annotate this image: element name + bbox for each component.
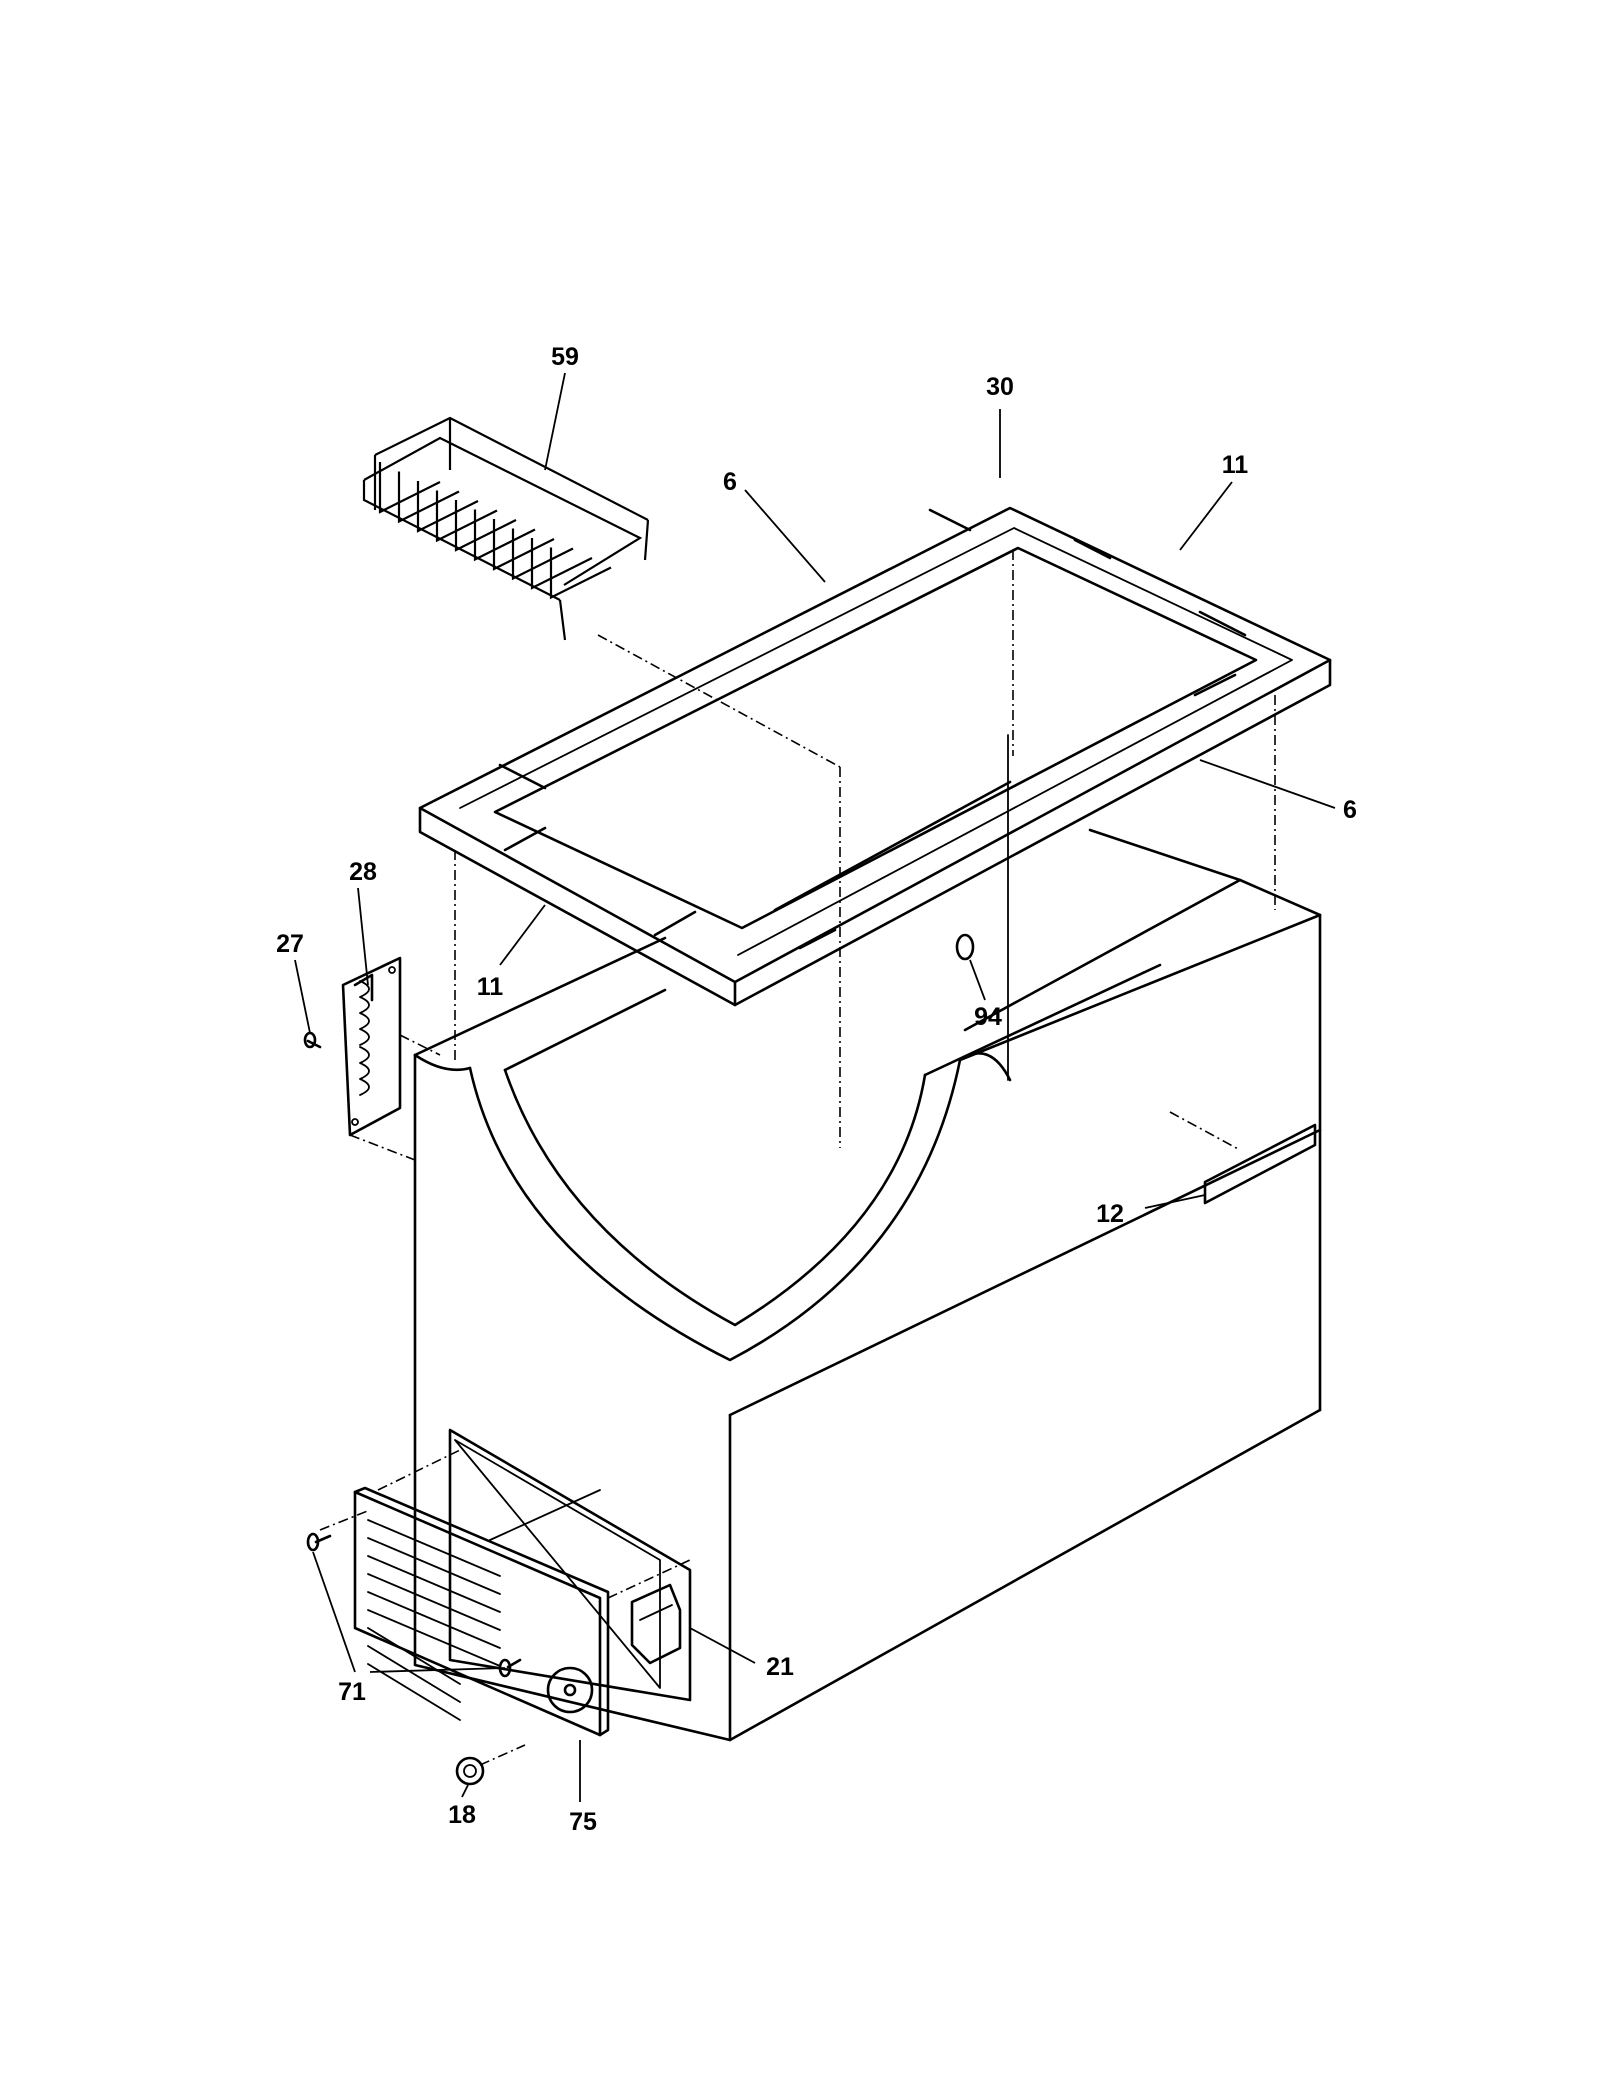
grille-slot bbox=[367, 1555, 501, 1613]
basket-wire bbox=[473, 509, 536, 562]
basket-wire bbox=[435, 490, 498, 543]
kickplate-grille bbox=[353, 1486, 610, 1737]
assembly-guide-lines bbox=[319, 550, 1276, 1766]
callout-18: 18 bbox=[448, 1801, 476, 1829]
basket-wire bbox=[416, 481, 479, 533]
callout-6-top: 6 bbox=[723, 468, 737, 496]
grille-slot bbox=[367, 1609, 501, 1667]
breaker-frame bbox=[418, 506, 1332, 1081]
basket-wire bbox=[378, 462, 441, 514]
basket-wire bbox=[511, 528, 574, 581]
basket-wire bbox=[397, 471, 460, 524]
callout-6-right: 6 bbox=[1343, 796, 1357, 824]
callout-59: 59 bbox=[551, 343, 579, 371]
lid-hinge bbox=[341, 956, 402, 1137]
grille-slot bbox=[367, 1537, 501, 1595]
freezer-cabinet bbox=[413, 828, 1322, 1742]
callout-27: 27 bbox=[276, 930, 304, 958]
grille-slot bbox=[367, 1573, 501, 1631]
callout-75: 75 bbox=[569, 1808, 597, 1836]
grille-slot bbox=[367, 1519, 501, 1577]
thermostat-knob bbox=[455, 1756, 485, 1786]
basket-wire bbox=[492, 519, 555, 571]
callout-labels: 59 30 6 11 6 28 27 11 94 12 21 71 18 75 bbox=[276, 343, 1357, 1836]
callout-21: 21 bbox=[766, 1653, 794, 1681]
grille-slot bbox=[367, 1645, 461, 1703]
hinge-screw bbox=[303, 1031, 322, 1049]
callout-12: 12 bbox=[1096, 1200, 1124, 1228]
callout-leaders bbox=[294, 372, 1336, 1802]
grille-slot bbox=[367, 1627, 461, 1685]
basket-wire bbox=[549, 547, 612, 600]
callout-11-top: 11 bbox=[1222, 451, 1249, 479]
rating-label bbox=[1203, 1123, 1317, 1205]
grille-slot bbox=[367, 1663, 461, 1721]
grille-screws bbox=[306, 1532, 522, 1678]
relay bbox=[630, 1583, 682, 1665]
basket-wire bbox=[454, 500, 517, 552]
callout-11-left: 11 bbox=[477, 973, 504, 1001]
callout-71: 71 bbox=[338, 1678, 366, 1706]
callout-94: 94 bbox=[974, 1003, 1002, 1031]
callout-30: 30 bbox=[986, 373, 1014, 401]
callout-28: 28 bbox=[349, 858, 377, 886]
wire-basket bbox=[362, 416, 650, 641]
basket-wire bbox=[530, 538, 593, 590]
plug bbox=[955, 933, 975, 961]
grille-slot bbox=[367, 1591, 501, 1649]
